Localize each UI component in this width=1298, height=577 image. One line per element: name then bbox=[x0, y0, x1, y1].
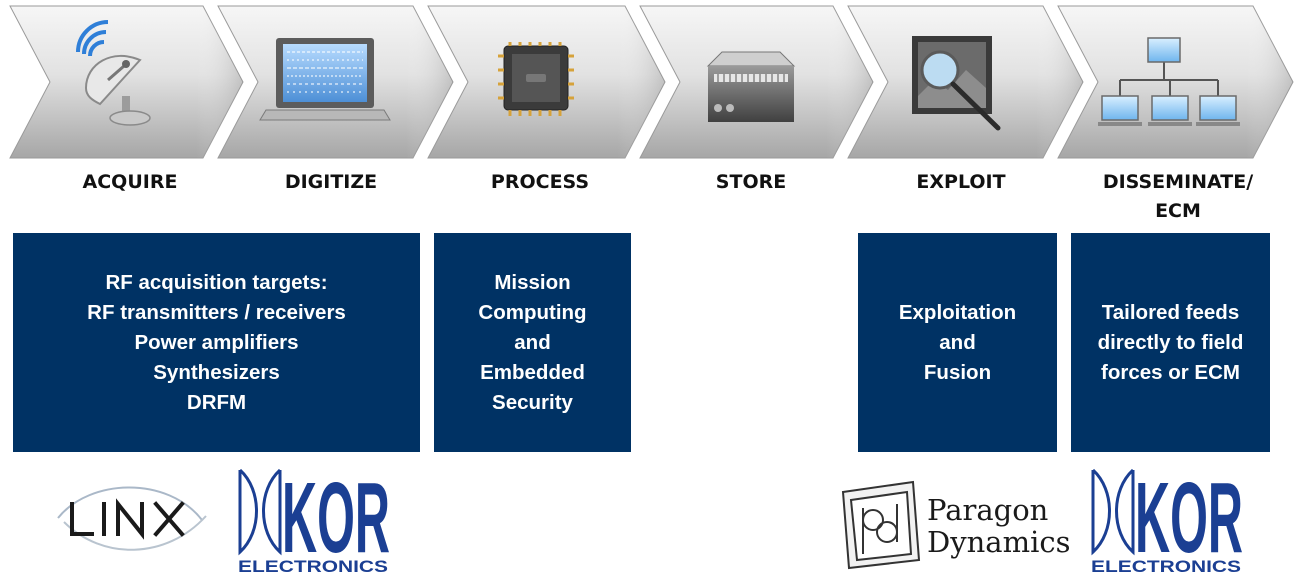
acquire-line: RF acquisition targets: bbox=[105, 270, 328, 294]
server-storage-icon bbox=[706, 51, 796, 122]
stage-label-exploit: EXPLOIT bbox=[916, 171, 1006, 193]
laptop-binary-icon bbox=[259, 38, 391, 121]
exploit-line: Fusion bbox=[923, 360, 992, 384]
disseminate-line: directly to field bbox=[1097, 330, 1244, 354]
kor-electronics-logo-left: KOR ELECTRONICS bbox=[238, 466, 390, 576]
kor-right-main-text: KOR bbox=[1135, 466, 1243, 574]
kor-left-main-text: KOR bbox=[282, 466, 390, 574]
disseminate-line: forces or ECM bbox=[1101, 360, 1240, 384]
kor-left-sub-text: ELECTRONICS bbox=[238, 557, 388, 576]
exploit-line: Exploitation bbox=[898, 300, 1017, 324]
linx-logo bbox=[57, 486, 207, 551]
process-line: Mission bbox=[494, 270, 571, 294]
chevron-disseminate bbox=[1057, 5, 1294, 159]
stage-label-store: STORE bbox=[715, 171, 787, 193]
acquire-description-box: RF acquisition targets: RF transmitters … bbox=[13, 233, 420, 452]
process-line: Embedded bbox=[480, 360, 585, 384]
satellite-dish-icon bbox=[76, 20, 151, 126]
process-flow bbox=[9, 5, 1294, 159]
kor-electronics-logo-right: KOR ELECTRONICS bbox=[1091, 466, 1243, 576]
exploit-description-box: Exploitation and Fusion bbox=[858, 233, 1057, 452]
acquire-line: DRFM bbox=[186, 390, 247, 414]
stage-label-process: PROCESS bbox=[490, 171, 590, 193]
stage-label-disseminate-line1: DISSEMINATE/ bbox=[1102, 171, 1254, 193]
exploit-line: and bbox=[939, 330, 976, 354]
disseminate-line: Tailored feeds bbox=[1101, 300, 1240, 324]
acquire-line: Power amplifiers bbox=[134, 330, 299, 354]
disseminate-description-box: Tailored feeds directly to field forces … bbox=[1071, 233, 1270, 452]
chevron-acquire bbox=[9, 5, 244, 159]
magnifier-image-icon bbox=[912, 36, 1001, 131]
process-line: and bbox=[514, 330, 551, 354]
stage-label-disseminate: DISSEMINATE/ ECM bbox=[1068, 168, 1288, 226]
acquire-line: Synthesizers bbox=[153, 360, 280, 384]
processor-chip-icon bbox=[498, 42, 574, 116]
paragon-line2-text: Dynamics bbox=[927, 525, 1071, 559]
stage-label-digitize: DIGITIZE bbox=[284, 171, 378, 193]
stage-label-disseminate-line2: ECM bbox=[1155, 200, 1201, 222]
paragon-dynamics-logo: Paragon Dynamics bbox=[841, 480, 1071, 570]
kor-right-sub-text: ELECTRONICS bbox=[1091, 557, 1241, 576]
acquire-line: RF transmitters / receivers bbox=[87, 300, 346, 324]
process-line: Security bbox=[492, 390, 573, 414]
paragon-line1-text: Paragon bbox=[927, 493, 1048, 527]
network-tree-icon bbox=[1098, 37, 1240, 126]
process-description-box: Mission Computing and Embedded Security bbox=[434, 233, 631, 452]
process-line: Computing bbox=[478, 300, 587, 324]
stage-label-acquire: ACQUIRE bbox=[82, 171, 178, 193]
